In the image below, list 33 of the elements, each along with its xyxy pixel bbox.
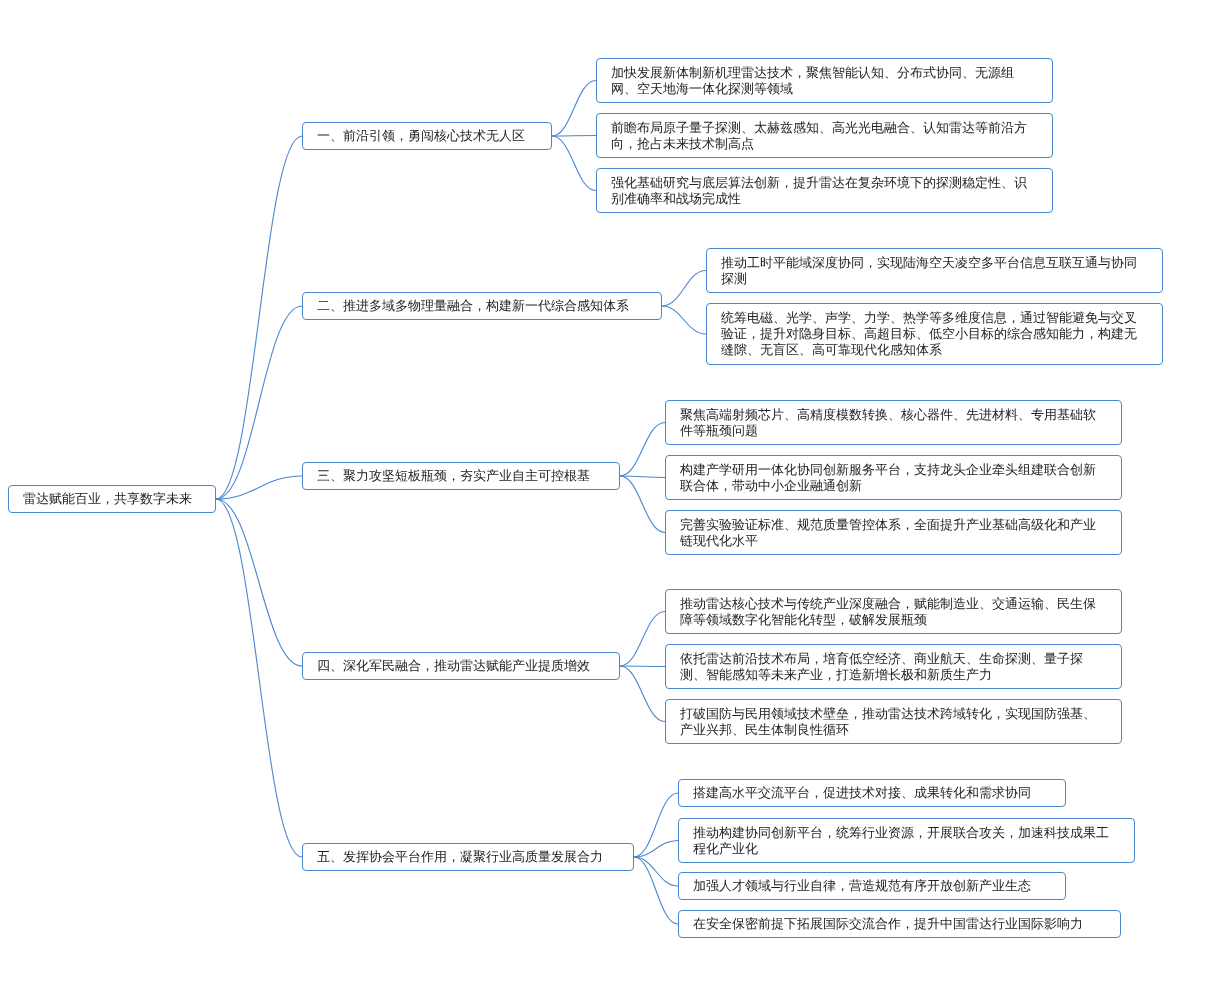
topic-box: 聚焦高端射频芯片、高精度模数转换、核心器件、先进材料、专用基础软件等瓶颈问题 (665, 400, 1122, 445)
topic-box: 加快发展新体制新机理雷达技术，聚焦智能认知、分布式协同、无源组网、空天地海一体化探测等领域 (596, 58, 1053, 103)
topic-box: 推动构建协同创新平台，统筹行业资源，开展联合攻关，加速科技成果工程化产业化 (678, 818, 1135, 863)
topic-box: 一、前沿引领，勇闯核心技术无人区 (302, 122, 552, 150)
topic-box: 构建产学研用一体化协同创新服务平台，支持龙头企业牵头组建联合创新联合体，带动中小企业融通创新 (665, 455, 1122, 500)
topic-box: 打破国防与民用领域技术壁垒，推动雷达技术跨域转化，实现国防强基、产业兴邦、民生体制良性循环 (665, 699, 1122, 744)
topic-box: 推动雷达核心技术与传统产业深度融合，赋能制造业、交通运输、民生保障等领域数字化智能化转型，破解发展瓶颈 (665, 589, 1122, 634)
topic-box: 四、深化军民融合，推动雷达赋能产业提质增效 (302, 652, 620, 680)
topic-box: 搭建高水平交流平台，促进技术对接、成果转化和需求协同 (678, 779, 1066, 807)
connector (633, 856, 679, 887)
topic-box: 强化基础研究与底层算法创新，提升雷达在复杂环境下的探测稳定性、识别准确率和战场完成性 (596, 168, 1053, 213)
topic-box: 统筹电磁、光学、声学、力学、热学等多维度信息，通过智能避免与交叉验证，提升对隐身目标、高超目标、低空小目标的综合感知能力，构建无缝隙、无盲区、高可靠现代化感知体系 (706, 303, 1163, 365)
connector (633, 856, 679, 925)
topic-box: 前瞻布局原子量子探测、太赫兹感知、高光光电融合、认知雷达等前沿方向，抢占未来技术制高点 (596, 113, 1053, 158)
connector (661, 305, 707, 335)
connector (661, 269, 707, 307)
topic-box: 加强人才领域与行业自律，营造规范有序开放创新产业生态 (678, 872, 1066, 900)
connector (619, 475, 666, 534)
connector (633, 839, 679, 858)
topic-box: 完善实验验证标准、规范质量管控体系，全面提升产业基础高级化和产业链现代化水平 (665, 510, 1122, 555)
connector (619, 665, 666, 723)
topic-box: 三、聚力攻坚短板瓶颈，夯实产业自主可控根基 (302, 462, 620, 490)
connector (619, 665, 666, 668)
topic-box: 二、推进多域多物理量融合，构建新一代综合感知体系 (302, 292, 662, 320)
topic-box: 依托雷达前沿技术布局，培育低空经济、商业航天、生命探测、量子探测、智能感知等未来产业，打造新增长极和新质生产力 (665, 644, 1122, 689)
connector (551, 134, 597, 137)
topic-box: 推动工时平能域深度协同，实现陆海空天凌空多平台信息互联互通与协同探测 (706, 248, 1163, 293)
connector (215, 498, 303, 858)
connector (619, 475, 666, 479)
topic-box: 在安全保密前提下拓展国际交流合作，提升中国雷达行业国际影响力 (678, 910, 1121, 938)
root-topic-box: 雷达赋能百业，共享数字未来 (8, 485, 216, 513)
connector (551, 135, 597, 192)
topic-box: 五、发挥协会平台作用，凝聚行业高质量发展合力 (302, 843, 634, 871)
